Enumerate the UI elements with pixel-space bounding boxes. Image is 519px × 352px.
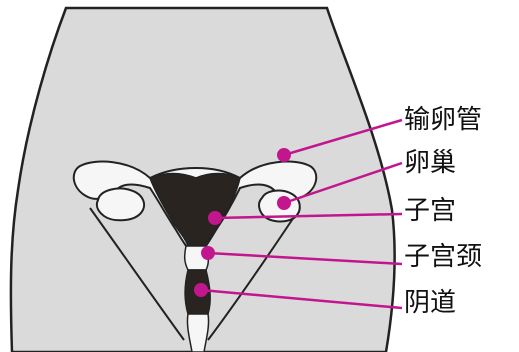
pointer-dot-ovary (277, 196, 291, 210)
label-vagina: 阴道 (404, 288, 456, 318)
pointer-dot-vagina (194, 283, 208, 297)
vaginal-opening (187, 314, 208, 352)
left-ovary (97, 188, 144, 220)
label-cervix: 子宫颈 (404, 242, 482, 272)
label-ovary: 卵巢 (404, 148, 456, 178)
label-fallopian-tube: 输卵管 (404, 105, 482, 135)
pointer-dot-fallopian-tube (277, 148, 291, 162)
label-uterus: 子宫 (404, 196, 456, 226)
pointer-dot-cervix (201, 246, 215, 260)
pointer-dot-uterus (208, 211, 222, 225)
